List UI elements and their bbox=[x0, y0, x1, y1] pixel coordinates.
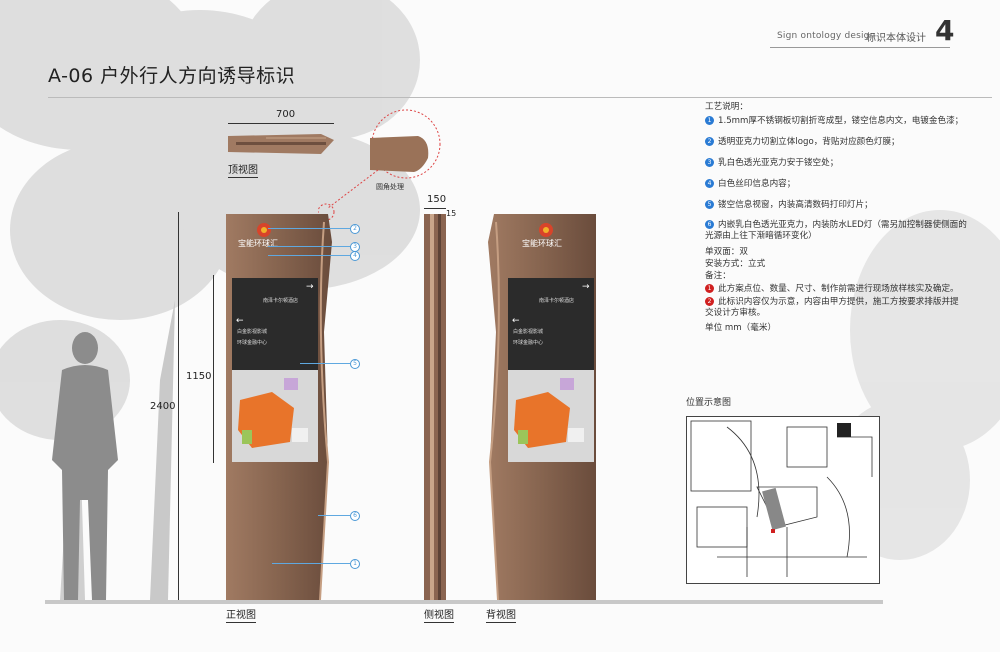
callout-5: 5 bbox=[350, 359, 360, 369]
back-arrow-left-icon: ← bbox=[512, 316, 520, 326]
install-method: 安装方式：立式 bbox=[705, 259, 766, 269]
site-plan bbox=[686, 416, 880, 584]
person-silhouette bbox=[52, 332, 118, 600]
header-rule bbox=[770, 47, 950, 48]
front-dest1: 南泽卡尔顿酒店 bbox=[263, 298, 299, 304]
unit-note: 单位 mm（毫米） bbox=[705, 323, 777, 333]
back-view-caption: 背视图 bbox=[486, 606, 516, 623]
callout-4: 4 bbox=[350, 251, 360, 261]
top-view-caption: 顶视图 bbox=[228, 161, 258, 178]
back-dest1: 南泽卡尔顿酒店 bbox=[539, 298, 575, 304]
front-view-caption: 正视图 bbox=[226, 606, 256, 623]
back-dest2: 白金影视影城 bbox=[513, 329, 544, 335]
callout-2: 2 bbox=[350, 224, 360, 234]
top-view-dim-line bbox=[228, 123, 334, 124]
front-map bbox=[232, 370, 318, 462]
header-english-title: Sign ontology design bbox=[777, 31, 876, 41]
side-view-drawing bbox=[424, 214, 446, 600]
front-arrow-right-icon: → bbox=[306, 282, 314, 292]
title-rule bbox=[48, 97, 992, 98]
front-dest3: 环球金融中心 bbox=[237, 340, 268, 346]
remark-heading: 备注： bbox=[705, 271, 731, 281]
front-brand: 宝能环球汇 bbox=[238, 239, 278, 248]
site-map-caption: 位置示意图 bbox=[686, 398, 732, 408]
top-view-drawing bbox=[228, 134, 334, 154]
back-screen-top bbox=[508, 278, 594, 370]
callout-1: 1 bbox=[350, 559, 360, 569]
back-brand: 宝能环球汇 bbox=[522, 239, 562, 248]
back-map bbox=[508, 370, 594, 462]
single-double-face: 单双面：双 bbox=[705, 247, 748, 257]
front-dest2: 白金影视影城 bbox=[237, 329, 268, 335]
corner-note: 圆角处理 bbox=[376, 183, 404, 191]
header-chinese-title: 标识本体设计 bbox=[866, 33, 926, 44]
corner-detail-drawing bbox=[318, 109, 441, 220]
front-screen-top bbox=[232, 278, 318, 370]
front-arrow-left-icon: ← bbox=[236, 316, 244, 326]
process-heading: 工艺说明： bbox=[705, 102, 748, 112]
total-height-dim: 2400 bbox=[150, 401, 176, 412]
side-depth-dim: 150 bbox=[427, 194, 447, 205]
ground-line bbox=[45, 600, 883, 604]
top-view-width: 700 bbox=[276, 109, 296, 120]
back-arrow-right-icon: → bbox=[582, 282, 590, 292]
callout-6: 6 bbox=[350, 511, 360, 521]
screen-height-dim: 1150 bbox=[186, 371, 212, 382]
side-view-caption: 侧视图 bbox=[424, 606, 454, 623]
page-number: 4 bbox=[935, 14, 955, 47]
back-dest3: 环球金融中心 bbox=[513, 340, 544, 346]
page-title: A-06 户外行人方向诱导标识 bbox=[48, 65, 296, 87]
side-inset-dim: 15 bbox=[446, 209, 457, 218]
